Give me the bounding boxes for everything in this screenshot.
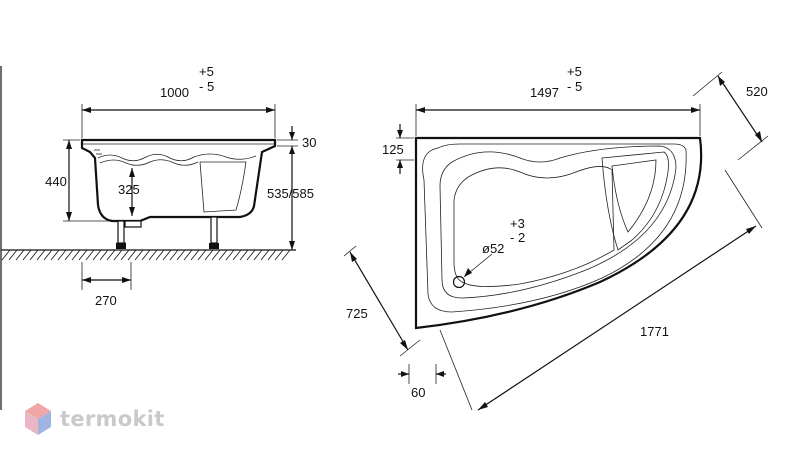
hatch-line — [113, 249, 123, 261]
dim-end-width-label: 520 — [746, 84, 768, 99]
dim-line-end-width — [717, 75, 763, 143]
hatch-line — [281, 249, 291, 261]
hatch-line — [274, 249, 284, 261]
plan-view: ø52 +3 - 2 1497 +5 - 5 125 520 725 — [343, 64, 769, 411]
drain-tol-minus: - 2 — [510, 230, 525, 245]
hatch-line — [155, 249, 165, 261]
hatch-line — [176, 249, 186, 261]
watermark-brand-text: termokit — [60, 407, 165, 431]
hatch-line — [169, 249, 179, 261]
dim-width-tol-minus: - 5 — [199, 79, 214, 94]
hatch-line — [197, 249, 207, 261]
dim-width-tol-plus: +5 — [199, 64, 214, 79]
dim-length-tol-minus: - 5 — [567, 79, 582, 94]
dim-side-width-label: 725 — [346, 306, 368, 321]
plan-basin-inner — [453, 166, 615, 287]
dim-line-diagonal — [477, 225, 757, 411]
dim-depth-label: 440 — [45, 174, 67, 189]
plan-outer-outline — [414, 136, 703, 330]
hatch-line — [148, 249, 158, 261]
hatch-line — [253, 249, 263, 261]
hatch-line — [141, 249, 151, 261]
dim-inner-depth-label: 325 — [118, 182, 140, 197]
plan-inner-rim — [422, 143, 687, 313]
hatch-line — [162, 249, 172, 261]
plan-headrest-inner — [611, 159, 657, 233]
dim-leg-spacing-label: 270 — [95, 293, 117, 308]
water-surface-inner — [99, 159, 199, 166]
leg-left — [116, 220, 126, 249]
hatch-line — [127, 249, 137, 261]
dim-rim-label: 30 — [302, 135, 316, 150]
hatch-line — [183, 249, 193, 261]
hatch-line — [260, 249, 270, 261]
hatch-line — [1, 249, 11, 261]
plan-headrest — [601, 151, 669, 251]
hatch-line — [232, 249, 242, 261]
drain-diameter-label: ø52 — [482, 241, 504, 256]
hatch-line — [36, 249, 46, 261]
hatch-line — [64, 249, 74, 261]
dim-rim-offset-label: 125 — [382, 142, 404, 157]
dim-width-label: 1000 — [160, 85, 189, 100]
dim-total-height-label: 535/585 — [267, 186, 314, 201]
hatch-line — [85, 249, 95, 261]
hatch-line — [8, 249, 18, 261]
dim-length-tol-plus: +5 — [567, 64, 582, 79]
hatch-line — [267, 249, 277, 261]
drain-tol-plus: +3 — [510, 216, 525, 231]
hatch-line — [106, 249, 116, 261]
hatch-line — [71, 249, 81, 261]
hatch-line — [246, 249, 256, 261]
leg-right — [209, 216, 219, 249]
hatch-line — [29, 249, 39, 261]
watermark-logo: termokit — [24, 402, 165, 436]
water-surface — [97, 153, 257, 162]
hatch-line — [78, 249, 88, 261]
hatch-line — [190, 249, 200, 261]
tub-body-outline — [80, 138, 277, 223]
dim-diagonal-label: 1771 — [640, 324, 669, 339]
headrest-outline — [199, 161, 247, 213]
hatch-line — [134, 249, 144, 261]
hatch-line — [15, 249, 25, 261]
floor-hatching — [1, 249, 291, 261]
hexagon-logo-icon — [25, 403, 51, 435]
dim-edge-offset-label: 60 — [411, 385, 425, 400]
hatch-line — [43, 249, 53, 261]
hatch-line — [204, 249, 214, 261]
dim-length-label: 1497 — [530, 85, 559, 100]
plan-drain — [452, 275, 466, 289]
hatch-line — [239, 249, 249, 261]
hatch-line — [211, 249, 221, 261]
hatch-line — [120, 249, 130, 261]
hatch-line — [225, 249, 235, 261]
front-view: 1000 +5 - 5 440 325 30 535/585 270 — [0, 64, 316, 410]
plan-basin — [439, 145, 677, 299]
hatch-line — [99, 249, 109, 261]
hatch-line — [218, 249, 228, 261]
drain-fitting — [124, 220, 142, 228]
hatch-line — [57, 249, 67, 261]
hatch-line — [92, 249, 102, 261]
hatch-line — [22, 249, 32, 261]
hatch-line — [50, 249, 60, 261]
dim-line-side-width — [349, 251, 409, 351]
